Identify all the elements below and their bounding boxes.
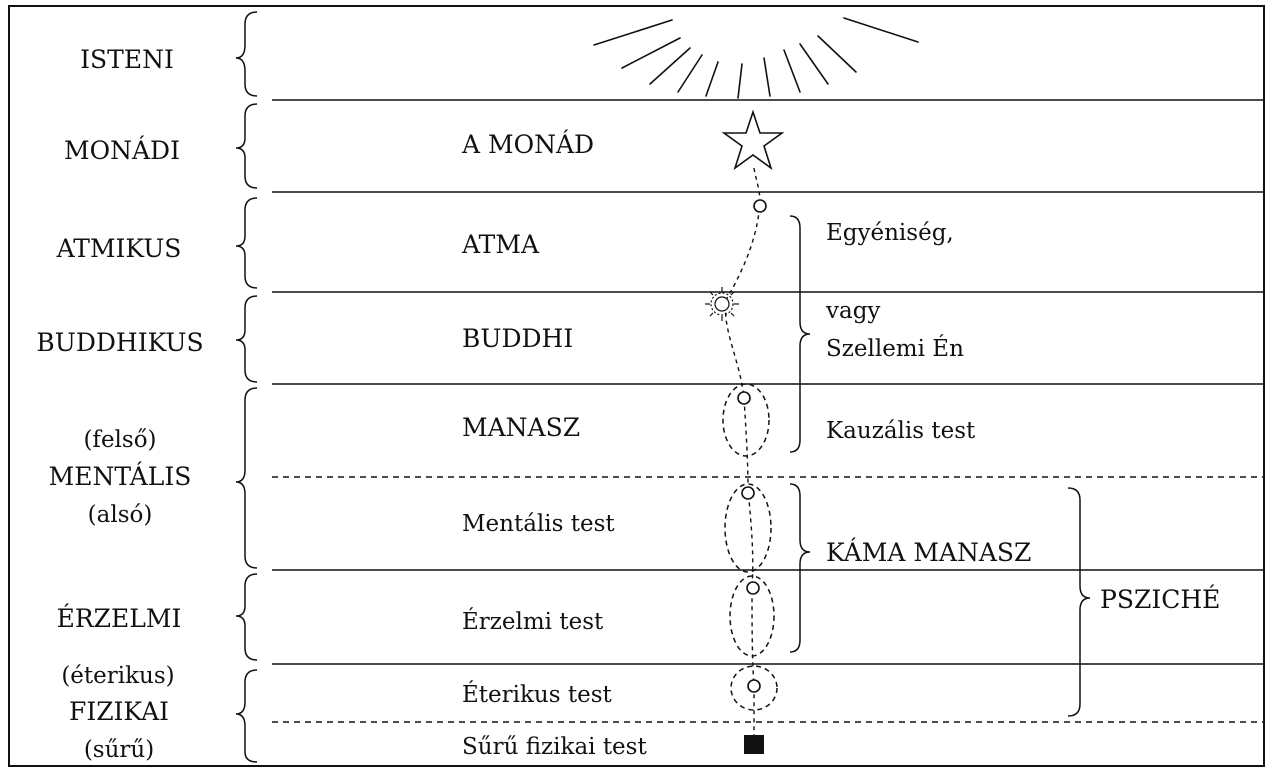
dashed-oval-icon-emotional-body	[729, 575, 775, 657]
label-vagy: vagy	[825, 298, 880, 324]
plane-qualifier-mentalis-upper: (felső)	[83, 427, 156, 453]
label-szellemi-en: Szellemi Én	[826, 335, 964, 362]
plane-names: ISTENI MONÁDI ATMIKUS BUDDHIKUS (felső) …	[36, 45, 203, 763]
small-circle-icon-manasz	[737, 391, 751, 405]
plane-name-erzelmi: ÉRZELMI	[57, 604, 182, 633]
content-a-monad: A MONÁD	[461, 130, 594, 159]
brace-individuality	[789, 215, 811, 453]
brace-psyche	[1067, 487, 1091, 717]
dashed-oval-icon-etheric-body	[730, 665, 778, 711]
group-braces	[789, 215, 1091, 717]
small-circle-icon-etheric-body	[747, 679, 761, 693]
group-labels: Egyéniség, vagy Szellemi Én Kauzális tes…	[825, 220, 1220, 614]
plane-name-buddhikus: BUDDHIKUS	[36, 328, 203, 357]
small-circle-icon-atma	[753, 199, 767, 213]
plane-name-fizikai: FIZIKAI	[69, 697, 169, 726]
brace-isteni	[235, 11, 258, 97]
label-egyeniseg: Egyéniség,	[826, 220, 954, 246]
plane-name-atmikus: ATMIKUS	[56, 234, 182, 263]
brace-kama-manasz	[789, 483, 811, 653]
content-suru-fizikai-test: Sűrű fizikai test	[462, 734, 647, 760]
plane-braces	[235, 11, 258, 763]
plane-name-isteni: ISTENI	[80, 45, 174, 74]
black-square-icon	[744, 735, 764, 754]
diagram-frame	[8, 5, 1265, 767]
plane-qualifier-fizikai-dense: (sűrű)	[84, 737, 154, 763]
brace-monadi	[235, 103, 258, 189]
label-kauzalis-test: Kauzális test	[826, 418, 976, 444]
content-mentalis-test: Mentális test	[462, 511, 615, 537]
plane-separators	[272, 99, 1264, 723]
radiant-sun-icon	[705, 287, 739, 321]
star-icon	[721, 109, 785, 171]
dashed-oval-icon-manasz	[722, 383, 770, 457]
small-circle-icon-mental-body	[741, 486, 755, 500]
brace-atmikus	[235, 197, 258, 289]
brace-fizikai	[235, 669, 258, 763]
life-thread-dashed-line	[724, 167, 761, 744]
plane-contents: A MONÁD ATMA BUDDHI MANASZ Mentális test…	[461, 130, 647, 760]
content-eterikus-test: Éterikus test	[462, 681, 613, 708]
content-erzelmi-test: Érzelmi test	[462, 608, 604, 635]
brace-mentalis	[235, 387, 258, 569]
brace-buddhikus	[235, 295, 258, 383]
plane-qualifier-fizikai-etheric: (éterikus)	[61, 663, 174, 689]
brace-erzelmi	[235, 573, 258, 661]
content-atma: ATMA	[461, 230, 540, 259]
plane-qualifier-mentalis-lower: (alsó)	[88, 502, 153, 528]
label-psziche: PSZICHÉ	[1100, 585, 1220, 614]
label-kama-manasz: KÁMA MANASZ	[826, 538, 1031, 567]
sun-rays-icon	[593, 17, 919, 99]
plane-name-mentalis: MENTÁLIS	[49, 462, 192, 491]
dashed-oval-icon-mental-body	[724, 483, 772, 573]
content-buddhi: BUDDHI	[462, 324, 573, 353]
small-circle-icon-emotional-body	[746, 581, 760, 595]
content-manasz: MANASZ	[462, 413, 580, 442]
plane-name-monadi: MONÁDI	[64, 136, 180, 165]
